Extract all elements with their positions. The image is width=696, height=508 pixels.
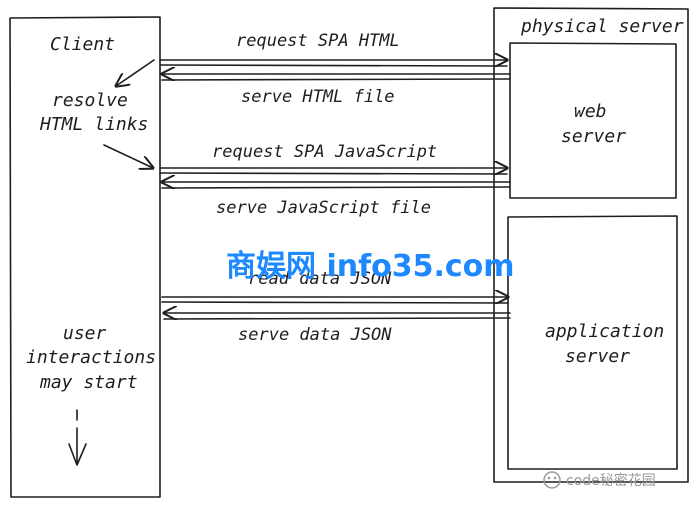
arrow-request-html-sketch <box>159 64 508 67</box>
message-request-html: request SPA HTML <box>236 31 400 51</box>
resolve-label-line2: HTML links <box>39 114 148 135</box>
resolve-label-line1: resolve <box>52 90 128 111</box>
wechat-icon-eye-right <box>553 476 557 480</box>
arrow-serve-js-sketch <box>161 186 511 189</box>
wechat-icon <box>543 471 561 489</box>
arrow-from-resolve <box>103 144 153 168</box>
application-server-label-line2: server <box>565 346 630 367</box>
web-server-label-line1: web <box>574 101 607 122</box>
user-label-line3: may start <box>39 372 138 393</box>
arrow-request-js-sketch <box>159 172 508 175</box>
web-server-box <box>509 42 677 199</box>
arrow-read-json-sketch <box>161 301 509 304</box>
message-serve-html: serve HTML file <box>241 87 395 107</box>
dashed-arrow-head <box>68 443 87 466</box>
web-server-label-line2: server <box>561 126 626 147</box>
user-label-line2: interactions <box>26 347 156 368</box>
arrow-serve-html-sketch <box>161 78 511 81</box>
wechat-watermark: code秘密花园 <box>543 471 656 489</box>
client-label: Client <box>50 34 115 55</box>
user-label-line1: user <box>63 323 107 344</box>
watermark-text: 商娱网 info35.com <box>226 249 515 284</box>
application-server-label-line1: application <box>545 321 664 342</box>
client-box <box>9 16 161 498</box>
wechat-watermark-text: code秘密花园 <box>566 472 656 489</box>
application-server-box <box>507 215 678 470</box>
physical-server-box <box>493 7 689 483</box>
arrow-serve-json-sketch <box>163 317 511 320</box>
message-request-js: request SPA JavaScript <box>212 142 437 162</box>
message-serve-json: serve data JSON <box>238 325 392 345</box>
wechat-icon-eye-left <box>547 476 551 480</box>
message-read-json: read data JSON <box>248 269 392 289</box>
message-serve-js: serve JavaScript file <box>216 198 431 218</box>
arrow-to-resolve <box>116 59 155 86</box>
physical-server-label: physical server <box>520 16 684 37</box>
